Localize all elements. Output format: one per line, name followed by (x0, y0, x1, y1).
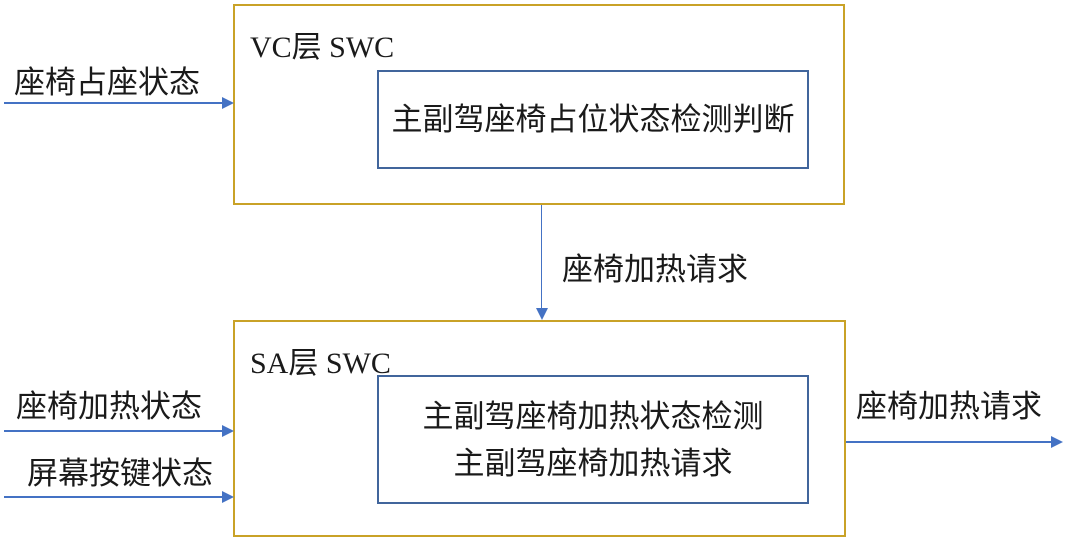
sa-function-line-1: 主副驾座椅加热状态检测 (422, 398, 764, 434)
arrow-line (4, 102, 222, 104)
sa-swc-box: SA层 SWC 主副驾座椅加热状态检测 主副驾座椅加热请求 (233, 320, 846, 537)
label-seat-occupancy-status: 座椅占座状态 (14, 65, 200, 100)
vc-function-label: 主副驾座椅占位状态检测判断 (391, 102, 795, 137)
arrow-seat-heating-request-out (846, 436, 1063, 448)
arrowhead-right-icon (1051, 436, 1063, 448)
arrow-screen-button-status (4, 491, 234, 503)
arrow-line (846, 441, 1051, 443)
vc-swc-title: VC层 SWC (250, 31, 395, 64)
label-seat-heating-status: 座椅加热状态 (16, 389, 202, 424)
arrowhead-down-icon (535, 308, 548, 320)
vc-function-box: 主副驾座椅占位状态检测判断 (377, 70, 809, 169)
vc-swc-box: VC层 SWC 主副驾座椅占位状态检测判断 (233, 4, 845, 205)
arrow-line (4, 430, 222, 432)
label-screen-button-status: 屏幕按键状态 (27, 456, 213, 491)
arrowhead-right-icon (222, 425, 234, 437)
arrow-seat-occupancy-status (4, 97, 234, 109)
arrowhead-right-icon (222, 491, 234, 503)
arrow-vc-to-sa (535, 205, 548, 320)
arrow-line (540, 205, 543, 308)
sa-function-box: 主副驾座椅加热状态检测 主副驾座椅加热请求 (377, 375, 809, 504)
sa-function-line-2: 主副驾座椅加热请求 (453, 445, 733, 481)
arrow-seat-heating-status (4, 425, 234, 437)
sa-swc-title: SA层 SWC (250, 347, 391, 380)
arrowhead-right-icon (222, 97, 234, 109)
label-seat-heating-request-mid: 座椅加热请求 (562, 252, 748, 287)
arrow-line (4, 496, 222, 498)
label-seat-heating-request-out: 座椅加热请求 (856, 389, 1042, 424)
